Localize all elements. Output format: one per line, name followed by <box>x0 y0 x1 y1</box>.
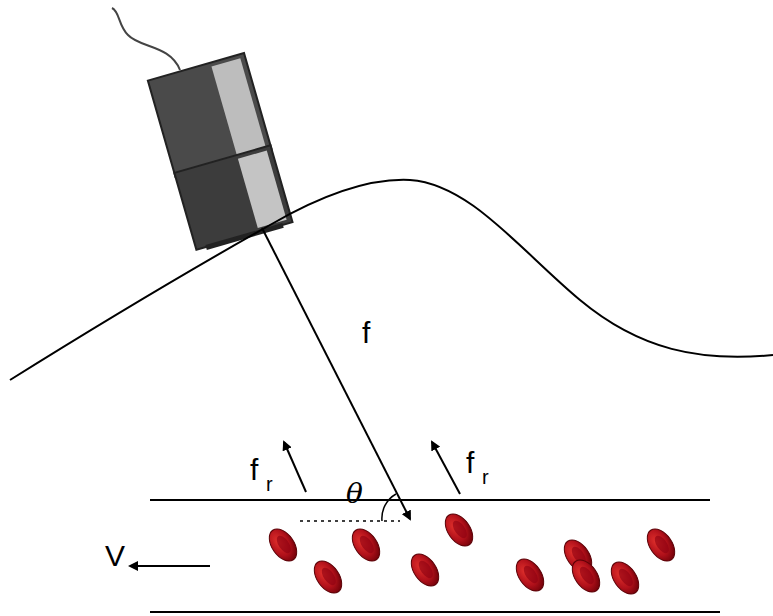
red-blood-cell <box>264 524 303 566</box>
reflected-frequency-label: f <box>250 455 258 485</box>
red-blood-cell <box>406 549 445 591</box>
subscript-label: r <box>266 474 273 494</box>
red-blood-cell <box>347 524 386 566</box>
subscript-label: r <box>482 467 489 487</box>
red-blood-cell <box>567 555 606 597</box>
beam-frequency-label: f <box>362 318 370 348</box>
red-blood-cell <box>606 557 645 599</box>
red-blood-cell <box>309 556 348 598</box>
ultrasound-probe <box>148 53 293 253</box>
red-blood-cell <box>440 509 479 551</box>
red-blood-cell <box>511 554 550 596</box>
red-blood-cells <box>264 509 681 599</box>
angle-label: θ <box>346 480 363 508</box>
reflected-frequency-label: f <box>466 448 474 478</box>
velocity-label: V <box>105 541 125 571</box>
red-blood-cell <box>642 524 681 566</box>
